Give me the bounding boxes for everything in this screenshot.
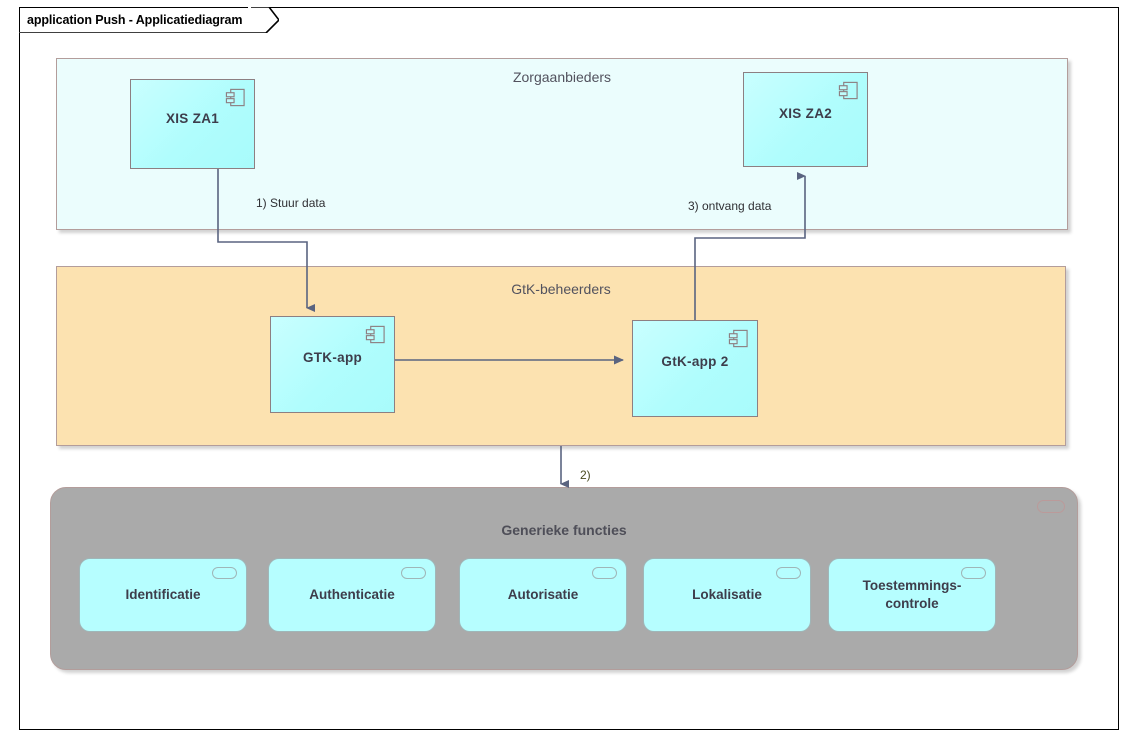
connector-label-stuur-data: 1) Stuur data — [256, 196, 326, 210]
diagram-frame — [19, 7, 1119, 730]
service-badge-icon — [212, 567, 237, 579]
service-authenticatie[interactable]: Authenticatie — [268, 558, 436, 632]
uml-component-icon — [225, 88, 245, 107]
component-gtk-app[interactable]: GTK-app — [270, 316, 395, 413]
service-badge-icon — [1037, 500, 1065, 513]
uml-component-icon — [728, 329, 748, 348]
component-xis-za1[interactable]: XIS ZA1 — [130, 79, 255, 169]
diagram-title: application Push - Applicatiediagram — [27, 13, 243, 27]
component-label: XIS ZA2 — [778, 106, 833, 121]
service-identificatie[interactable]: Identificatie — [79, 558, 247, 632]
component-label: GtK-app 2 — [661, 354, 729, 369]
component-label: XIS ZA1 — [165, 111, 220, 126]
component-xis-za2[interactable]: XIS ZA2 — [743, 72, 868, 167]
panel-zorgaanbieders-title: Zorgaanbieders — [512, 69, 612, 85]
service-badge-icon — [961, 567, 986, 579]
service-label: Identificatie — [125, 586, 201, 602]
panel-gtk-beheerders-title: GtK-beheerders — [511, 281, 611, 297]
connector-label-ontvang-data: 3) ontvang data — [688, 199, 772, 213]
service-label: Toestemmings- controle — [862, 577, 962, 611]
component-gtk-app-2[interactable]: GtK-app 2 — [632, 320, 758, 417]
service-lokalisatie[interactable]: Lokalisatie — [643, 558, 811, 632]
panel-gtk-beheerders[interactable]: GtK-beheerders — [56, 266, 1066, 446]
connector-label-naar-generiek: 2) — [580, 468, 591, 482]
service-badge-icon — [592, 567, 617, 579]
uml-component-icon — [838, 81, 858, 100]
diagram-title-tab: application Push - Applicatiediagram — [19, 7, 249, 32]
service-autorisatie[interactable]: Autorisatie — [459, 558, 627, 632]
service-label: Authenticatie — [309, 586, 395, 602]
service-badge-icon — [401, 567, 426, 579]
service-label: Lokalisatie — [692, 586, 762, 602]
component-label: GTK-app — [302, 350, 363, 365]
panel-generieke-functies-title: Generieke functies — [501, 522, 627, 538]
service-badge-icon — [776, 567, 801, 579]
uml-component-icon — [365, 325, 385, 344]
service-toestemmingscontrole[interactable]: Toestemmings- controle — [828, 558, 996, 632]
service-label: Autorisatie — [507, 586, 579, 602]
